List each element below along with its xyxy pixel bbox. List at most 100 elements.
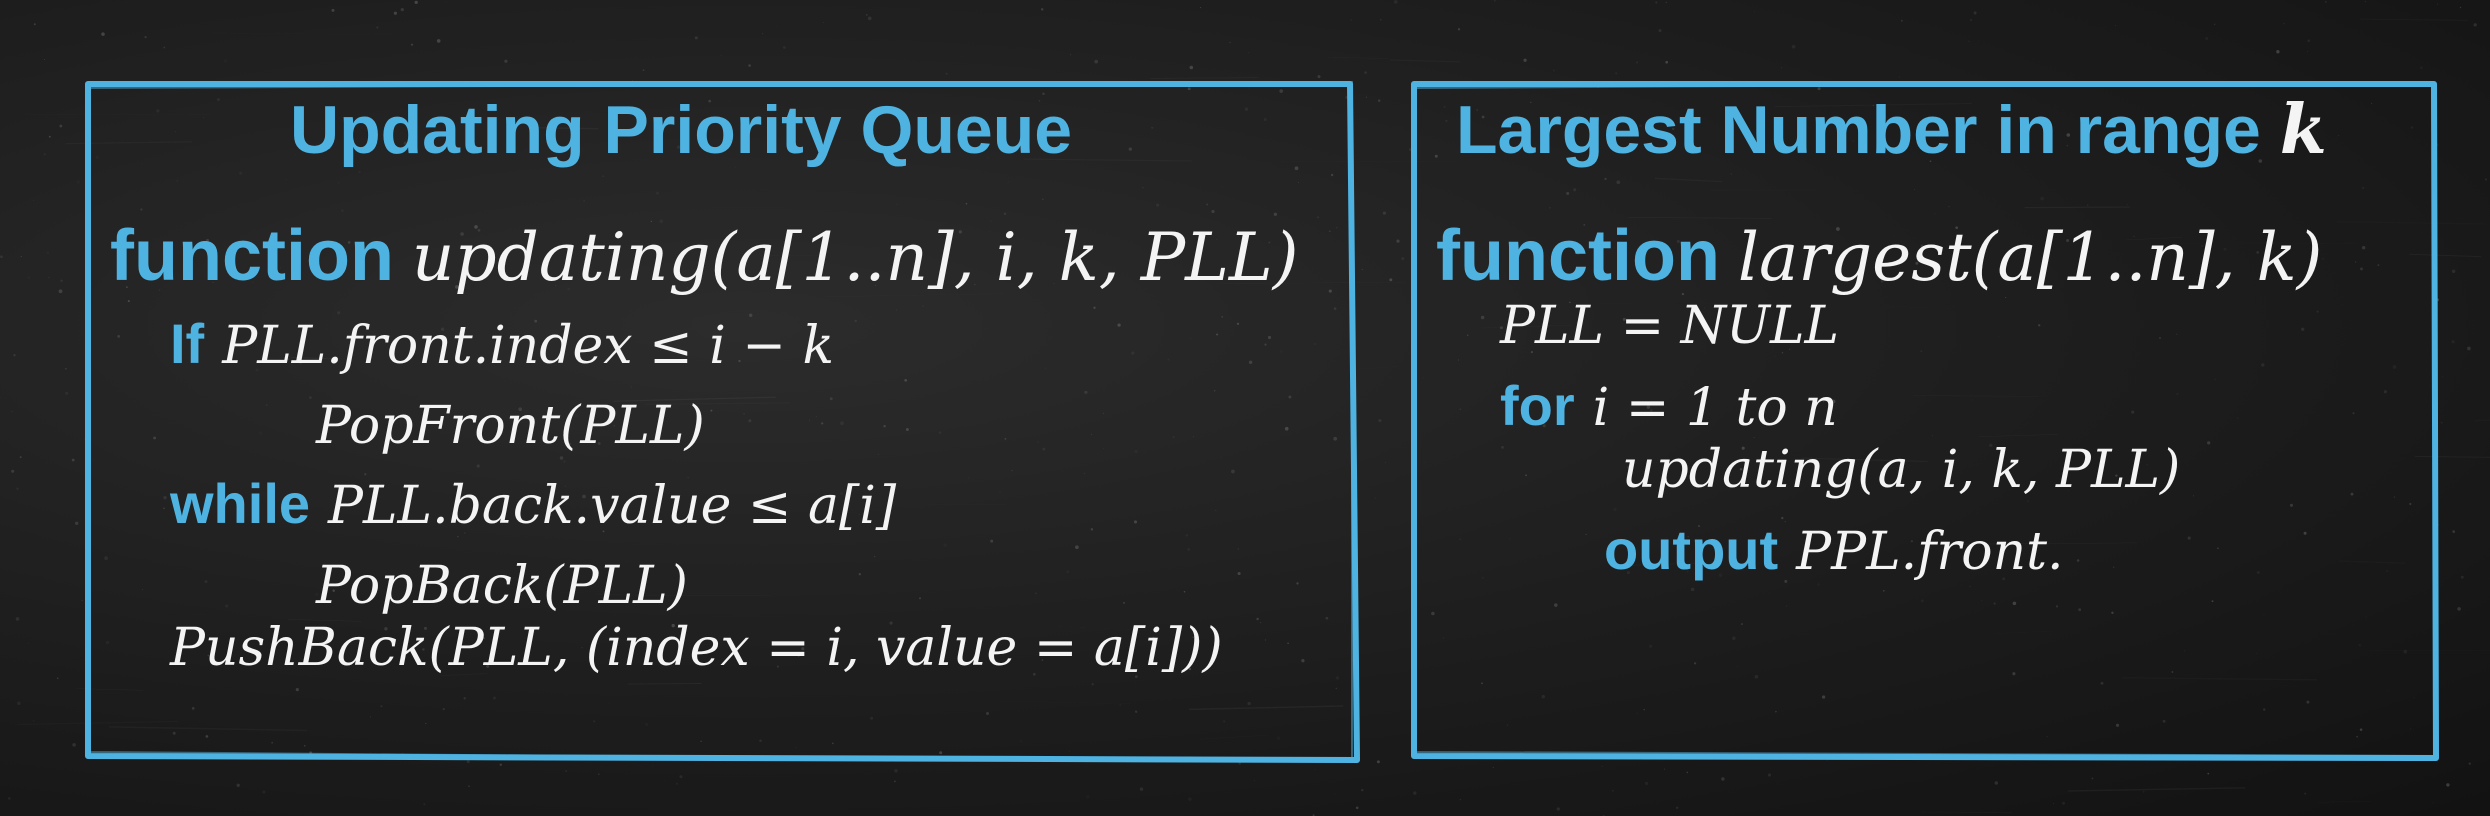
chalk-speck [482, 637, 486, 640]
chalk-speck [965, 202, 968, 205]
chalk-speck [298, 360, 303, 365]
chalk-speck [1053, 283, 1055, 285]
chalk-speck [593, 720, 596, 723]
chalk-speck [735, 167, 737, 168]
chalk-speck [708, 99, 712, 103]
chalk-speck [602, 175, 604, 177]
chalk-streak [1327, 56, 1390, 59]
chalk-speck [1627, 465, 1631, 469]
chalk-speck [17, 701, 21, 706]
chalk-streak [1799, 543, 1844, 545]
chalk-speck [1955, 226, 1959, 230]
chalk-speck [748, 313, 753, 317]
chalk-speck [2187, 536, 2191, 540]
chalk-speck [1481, 115, 1485, 119]
chalk-speck [348, 572, 350, 574]
chalk-speck [816, 263, 821, 267]
chalk-speck [514, 591, 516, 594]
chalk-speck [20, 256, 22, 258]
chalk-speck [1044, 367, 1047, 370]
chalk-speck [331, 8, 335, 12]
chalk-speck [429, 585, 431, 587]
chalk-speck [2256, 570, 2260, 575]
chalk-speck [2217, 547, 2219, 550]
chalk-speck [1969, 585, 1971, 587]
chalk-speck [364, 473, 367, 476]
chalk-speck [2289, 503, 2294, 507]
chalk-speck [2354, 261, 2357, 263]
chalk-speck [466, 760, 470, 764]
chalk-speck [380, 705, 383, 708]
code-expression: PPL.front. [1796, 522, 2064, 582]
chalk-speck [1566, 191, 1570, 195]
chalk-speck [1788, 348, 1791, 350]
chalk-speck [896, 203, 898, 206]
chalk-speck [332, 589, 335, 592]
chalk-speck [1445, 119, 1448, 122]
chalk-speck [1576, 251, 1581, 255]
chalk-speck [694, 36, 698, 40]
chalk-speck [1187, 87, 1191, 91]
chalk-speck [2207, 772, 2210, 775]
chalk-speck [967, 477, 969, 479]
chalk-speck [127, 300, 130, 303]
chalk-speck [1785, 605, 1788, 607]
chalk-speck [1214, 390, 1216, 392]
chalk-speck [347, 241, 351, 244]
chalk-speck [2392, 365, 2397, 369]
chalk-streak [1978, 434, 2059, 438]
chalk-speck [989, 231, 991, 232]
chalk-streak [760, 255, 827, 257]
chalk-speck [729, 100, 730, 102]
chalk-speck [1676, 806, 1679, 809]
chalk-speck [2076, 559, 2080, 562]
chalk-speck [2413, 697, 2415, 698]
chalk-speck [1314, 343, 1316, 345]
chalk-speck [295, 688, 299, 692]
chalk-streak [2415, 455, 2490, 458]
chalk-speck [1020, 740, 1022, 742]
chalk-speck [2420, 267, 2422, 269]
chalk-speck [1231, 469, 1235, 474]
chalk-speck [1704, 307, 1706, 309]
chalk-speck [144, 35, 147, 39]
chalk-speck [1263, 118, 1267, 121]
chalk-speck [1167, 358, 1170, 361]
chalk-speck [2261, 363, 2265, 367]
chalk-speck [2420, 232, 2422, 234]
chalk-speck [1253, 780, 1255, 782]
chalk-speck [336, 358, 338, 360]
chalk-speck [659, 219, 664, 224]
chalk-speck [1131, 351, 1135, 355]
chalk-speck [1156, 203, 1160, 207]
chalk-streak [211, 32, 393, 36]
chalk-speck [1221, 186, 1223, 188]
chalk-speck [878, 453, 879, 455]
chalk-speck [1376, 760, 1380, 764]
chalk-speck [2236, 416, 2239, 420]
chalk-speck [2055, 605, 2059, 608]
chalk-speck [1007, 181, 1010, 184]
chalk-speck [1501, 445, 1504, 449]
chalk-speck [1393, 0, 1398, 4]
chalk-speck [2338, 134, 2340, 137]
chalk-speck [393, 11, 397, 15]
chalk-speck [1188, 667, 1192, 671]
chalk-speck [1294, 166, 1299, 171]
chalk-speck [1913, 189, 1915, 190]
chalk-speck [2467, 346, 2471, 351]
chalk-speck [477, 228, 481, 232]
chalk-speck [1244, 107, 1249, 111]
chalk-speck [2183, 649, 2186, 652]
chalk-speck [822, 22, 824, 23]
chalk-speck [2452, 530, 2455, 533]
chalk-speck [1481, 682, 1483, 685]
chalk-speck [205, 735, 209, 738]
chalk-streak [440, 672, 488, 677]
chalk-speck [1989, 443, 1993, 448]
chalk-speck [163, 496, 167, 500]
chalk-speck [1970, 18, 1973, 22]
chalk-speck [0, 255, 3, 259]
